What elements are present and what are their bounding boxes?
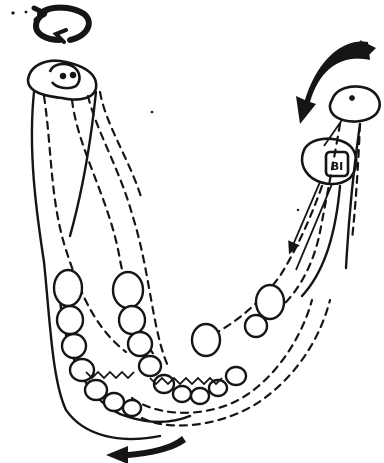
- speck: [25, 11, 28, 14]
- speck: [151, 111, 154, 114]
- displaced-condyle: [302, 139, 356, 184]
- rotation-arrow-icon: [34, 8, 89, 42]
- condyle-path-arrows: [290, 120, 342, 270]
- speck: [297, 209, 299, 211]
- right-condyle: [330, 87, 380, 122]
- speck: [11, 11, 14, 14]
- left-condyle: [28, 61, 96, 100]
- bottom-movement-arrow-icon: [106, 436, 186, 463]
- translation-arrow-icon: [296, 40, 376, 124]
